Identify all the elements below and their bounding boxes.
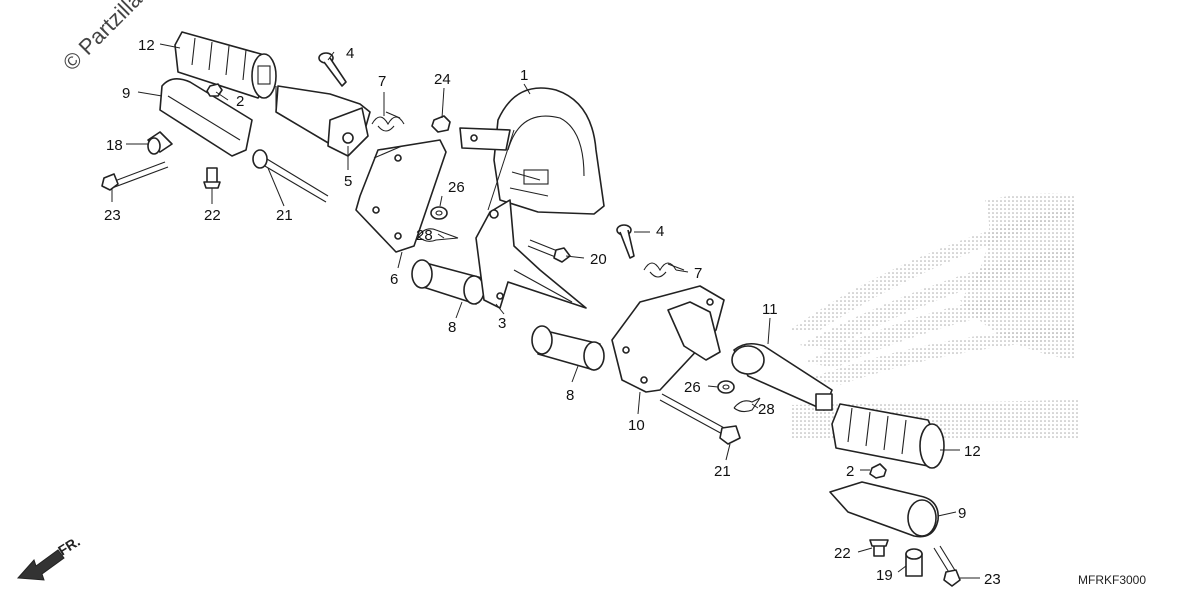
callout-26a: 26 bbox=[448, 179, 465, 196]
bolt-22b bbox=[869, 539, 889, 557]
callout-2b: 2 bbox=[846, 463, 854, 480]
callout-6: 6 bbox=[390, 271, 398, 288]
bolt-23a bbox=[101, 161, 169, 191]
spring-7b bbox=[643, 262, 685, 278]
callout-23b: 23 bbox=[984, 571, 1001, 588]
bolt-21b bbox=[659, 393, 741, 445]
footpeg-bracket-11 bbox=[667, 301, 833, 411]
collar-19 bbox=[905, 548, 923, 577]
cotter-pin-28b bbox=[733, 397, 761, 413]
bolt-22a bbox=[203, 167, 221, 189]
clevis-pin-4a bbox=[318, 52, 347, 87]
callout-8b: 8 bbox=[566, 387, 574, 404]
callout-26b: 26 bbox=[684, 379, 701, 396]
callout-7a: 7 bbox=[378, 73, 386, 90]
footpeg-rubber-left bbox=[174, 31, 277, 99]
callout-20: 20 bbox=[590, 251, 607, 268]
callout-12a: 12 bbox=[138, 37, 155, 54]
bolt-21a bbox=[252, 149, 329, 203]
callout-21a: 21 bbox=[276, 207, 293, 224]
callout-23a: 23 bbox=[104, 207, 121, 224]
callout-28b: 28 bbox=[758, 401, 775, 418]
spring-7a bbox=[371, 111, 405, 132]
leader-lines bbox=[111, 43, 980, 579]
callout-22b: 22 bbox=[834, 545, 851, 562]
callout-4b: 4 bbox=[656, 223, 664, 240]
callout-3: 3 bbox=[498, 315, 506, 332]
callout-1: 1 bbox=[520, 67, 528, 84]
footpeg-bracket-5 bbox=[275, 85, 371, 157]
diagram-code: MFRKF3000 bbox=[1078, 573, 1146, 587]
rubber-collar-8a bbox=[411, 259, 485, 305]
step-bracket-3 bbox=[475, 199, 587, 309]
callouts: 12 4 9 2 7 24 1 18 5 23 22 21 26 28 6 20… bbox=[104, 37, 1001, 588]
collar-18 bbox=[147, 131, 173, 155]
callout-11: 11 bbox=[762, 301, 778, 318]
callout-18: 18 bbox=[106, 137, 123, 154]
nut-2b bbox=[869, 463, 887, 479]
footpeg-holder-right bbox=[829, 481, 939, 538]
callout-5: 5 bbox=[344, 173, 352, 190]
stay-plate-6 bbox=[355, 139, 447, 253]
callout-9a: 9 bbox=[122, 85, 130, 102]
callout-8a: 8 bbox=[448, 319, 456, 336]
washer-26b bbox=[717, 380, 735, 394]
washer-26a bbox=[430, 206, 448, 220]
watermark: © Partzilla bbox=[58, 0, 147, 76]
guard-1 bbox=[493, 87, 605, 215]
nut-24 bbox=[431, 115, 451, 133]
wing-logo-background bbox=[790, 193, 1080, 440]
callout-10: 10 bbox=[628, 417, 645, 434]
callout-19: 19 bbox=[876, 567, 893, 584]
callout-24: 24 bbox=[434, 71, 451, 88]
clevis-pin-4b bbox=[616, 224, 635, 259]
callout-7b: 7 bbox=[694, 265, 702, 282]
callout-4a: 4 bbox=[346, 45, 354, 62]
bolt-23b bbox=[933, 545, 961, 587]
bracket-plate-24 bbox=[459, 127, 511, 151]
cotter-pin-28a bbox=[417, 228, 459, 242]
bolt-20 bbox=[527, 239, 571, 263]
rubber-collar-8b bbox=[531, 325, 605, 371]
front-direction-arrow: FR. bbox=[16, 533, 83, 581]
callout-21b: 21 bbox=[714, 463, 731, 480]
callout-28a: 28 bbox=[416, 227, 433, 244]
footpeg-rubber-right bbox=[831, 403, 945, 469]
callout-12b: 12 bbox=[964, 443, 981, 460]
footpeg-holder-left bbox=[159, 78, 253, 157]
callout-2a: 2 bbox=[236, 93, 244, 110]
callout-9b: 9 bbox=[958, 505, 966, 522]
callout-22a: 22 bbox=[204, 207, 221, 224]
